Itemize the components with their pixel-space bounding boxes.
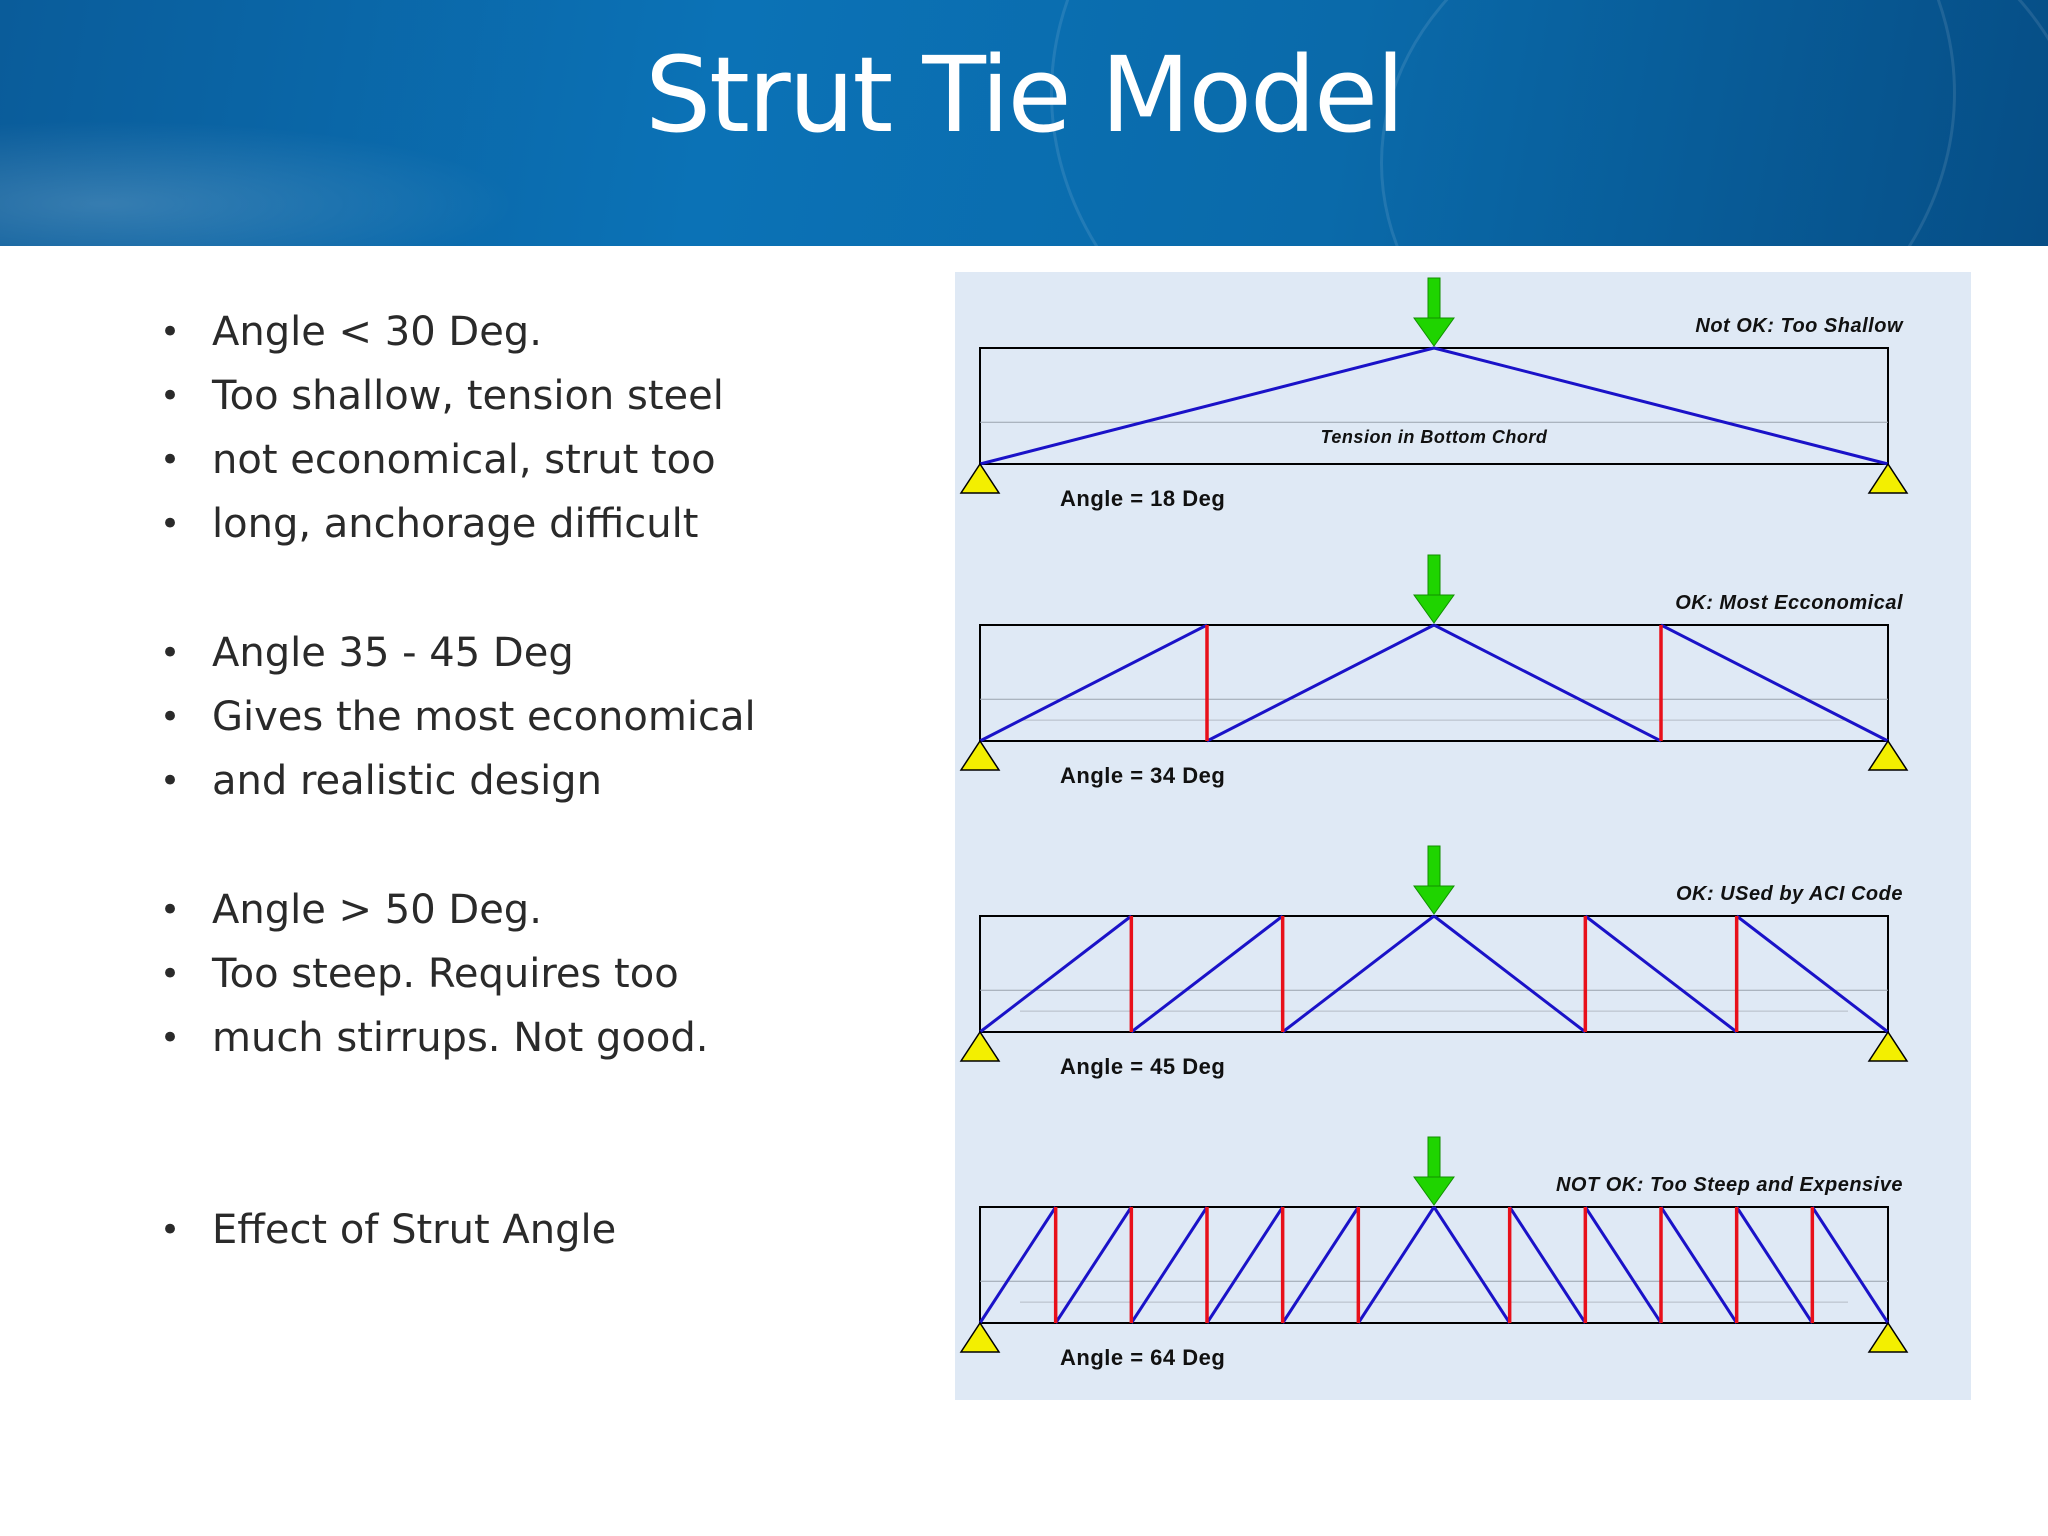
truss-angle-label: Angle = 45 Deg: [1060, 1054, 1225, 1079]
load-arrow-icon: [1427, 277, 1441, 323]
bullet-text: much stirrups. Not good.: [212, 1015, 709, 1061]
support-triangle-icon: [1867, 462, 1909, 494]
strut-line: [979, 914, 1133, 1034]
strut-line: [1130, 914, 1284, 1034]
banner-glow: [0, 120, 520, 246]
strut-line: [1735, 914, 1889, 1034]
bullet-dot-icon: •: [160, 890, 181, 930]
load-arrow-icon: [1427, 554, 1441, 600]
truss-note-label: Tension in Bottom Chord: [1321, 427, 1548, 447]
load-arrow-icon: [1427, 845, 1441, 891]
bullet-text: Gives the most economical: [212, 694, 756, 740]
bullet-dot-icon: •: [160, 1210, 181, 1250]
bullet-text: Too shallow, tension steel: [212, 373, 724, 419]
strut-line: [1660, 623, 1889, 743]
strut-line: [1054, 1206, 1133, 1324]
bullet-text: long, anchorage difficult: [212, 501, 699, 547]
bullet-dot-icon: •: [160, 954, 181, 994]
truss-angle-label: Angle = 18 Deg: [1060, 486, 1225, 511]
title-banner: Strut Tie Model: [0, 0, 2048, 246]
support-triangle-icon: [959, 462, 1001, 494]
truss-status-label: NOT OK: Too Steep and Expensive: [1556, 1174, 1903, 1196]
strut-line: [979, 346, 1435, 466]
bullet-dot-icon: •: [160, 440, 181, 480]
strut-line: [1584, 914, 1738, 1034]
beam-outline: [979, 624, 1889, 742]
load-arrow-head-icon: [1413, 594, 1455, 624]
strut-line: [1584, 1206, 1663, 1324]
bullet-text: Angle 35 - 45 Deg: [212, 630, 574, 676]
bullet-text: Effect of Strut Angle: [212, 1207, 617, 1253]
slide-title: Strut Tie Model: [645, 34, 1405, 156]
bullet-dot-icon: •: [160, 633, 181, 673]
bullet-dot-icon: •: [160, 697, 181, 737]
strut-line: [1659, 1206, 1738, 1324]
truss-status-label: OK: Most Ecconomical: [1675, 592, 1903, 614]
bullet-text: Too steep. Requires too: [212, 951, 679, 997]
bullet-text: not economical, strut too: [212, 437, 716, 483]
strut-line: [1811, 1206, 1890, 1324]
bullet-text: and realistic design: [212, 758, 602, 804]
strut-line: [1433, 623, 1662, 743]
strut-line: [1433, 914, 1587, 1034]
truss-angle-label: Angle = 64 Deg: [1060, 1345, 1225, 1370]
strut-line: [1735, 1206, 1814, 1324]
bullet-text: Angle > 50 Deg.: [212, 887, 542, 933]
bullet-dot-icon: •: [160, 504, 181, 544]
strut-line: [1281, 1206, 1360, 1324]
load-arrow-icon: [1427, 1136, 1441, 1182]
bullet-dot-icon: •: [160, 761, 181, 801]
load-arrow-head-icon: [1413, 317, 1455, 347]
strut-line: [1432, 1206, 1511, 1324]
strut-line: [1130, 1206, 1209, 1324]
truss-status-label: OK: USed by ACI Code: [1676, 883, 1903, 905]
support-triangle-icon: [1867, 1321, 1909, 1353]
load-arrow-head-icon: [1413, 885, 1455, 915]
beam-outline: [979, 915, 1889, 1033]
strut-line: [979, 623, 1208, 743]
strut-line: [1357, 1206, 1436, 1324]
strut-line: [1433, 346, 1889, 466]
load-arrow-head-icon: [1413, 1176, 1455, 1206]
strut-line: [1281, 914, 1435, 1034]
truss-angle-label: Angle = 34 Deg: [1060, 763, 1225, 788]
bullet-dot-icon: •: [160, 1018, 181, 1058]
bullet-text: Angle < 30 Deg.: [212, 309, 542, 355]
support-triangle-icon: [959, 739, 1001, 771]
support-triangle-icon: [959, 1321, 1001, 1353]
support-triangle-icon: [959, 1030, 1001, 1062]
bullet-dot-icon: •: [160, 312, 181, 352]
strut-line: [1205, 1206, 1284, 1324]
strut-line: [1206, 623, 1435, 743]
strut-line: [978, 1206, 1057, 1324]
bullet-dot-icon: •: [160, 376, 181, 416]
support-triangle-icon: [1867, 739, 1909, 771]
truss-status-label: Not OK: Too Shallow: [1695, 315, 1904, 337]
strut-line: [1508, 1206, 1587, 1324]
support-triangle-icon: [1867, 1030, 1909, 1062]
beam-outline: [979, 1206, 1889, 1324]
